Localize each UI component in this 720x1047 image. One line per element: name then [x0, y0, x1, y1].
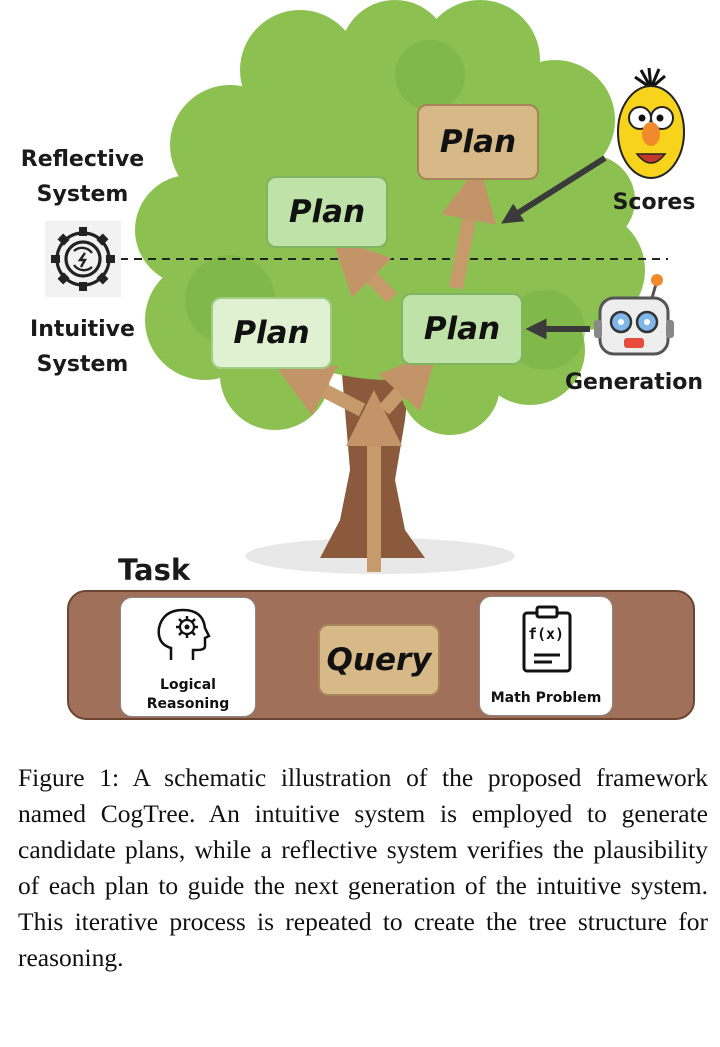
growth-arrows [275, 164, 497, 572]
arrow-to-upper-left-plan [332, 238, 397, 303]
robot-icon [594, 274, 674, 356]
arrow-to-left-plan [275, 365, 366, 417]
gear-icon [45, 221, 121, 297]
generation-label: Generation [564, 370, 704, 395]
plan-box-upper-left: Plan [266, 176, 388, 248]
intuitive-system-label: Intuitive System [10, 312, 155, 382]
arrow-to-top-plan [441, 164, 497, 290]
math-problem-card: f(x) Math Problem [479, 596, 613, 716]
scores-label: Scores [612, 190, 696, 215]
head-gear-icon [157, 608, 211, 660]
scorer-face-icon [617, 67, 685, 179]
logical-reasoning-line1: Logical [160, 677, 216, 693]
clipboard-icon [522, 605, 572, 673]
plan-box-lower-left: Plan [211, 297, 332, 369]
logical-reasoning-text: Logical Reasoning [121, 676, 255, 714]
plan-box-top: Plan [417, 104, 539, 180]
intuitive-label-line1: Intuitive [30, 317, 135, 342]
scores-arrow [501, 155, 607, 224]
feedback-arrows [501, 155, 607, 340]
reflective-label-line2: System [36, 182, 129, 207]
figure-caption: Figure 1: A schematic illustration of th… [18, 763, 708, 972]
intuitive-label-line2: System [36, 352, 129, 377]
reflective-label-line1: Reflective [20, 147, 145, 172]
arrow-to-right-plan [378, 351, 437, 415]
math-problem-text: Math Problem [490, 690, 602, 706]
math-formula: f(x) [527, 625, 565, 643]
query-box: Query [318, 624, 440, 696]
plan-box-lower-right: Plan [401, 293, 523, 365]
cogtree-figure: Reflective System Intuitive System Score… [10, 0, 704, 720]
logical-reasoning-card: Logical Reasoning [120, 597, 256, 717]
logical-reasoning-line2: Reasoning [146, 696, 230, 712]
reflective-system-label: Reflective System [10, 142, 155, 212]
task-label: Task [118, 553, 191, 587]
